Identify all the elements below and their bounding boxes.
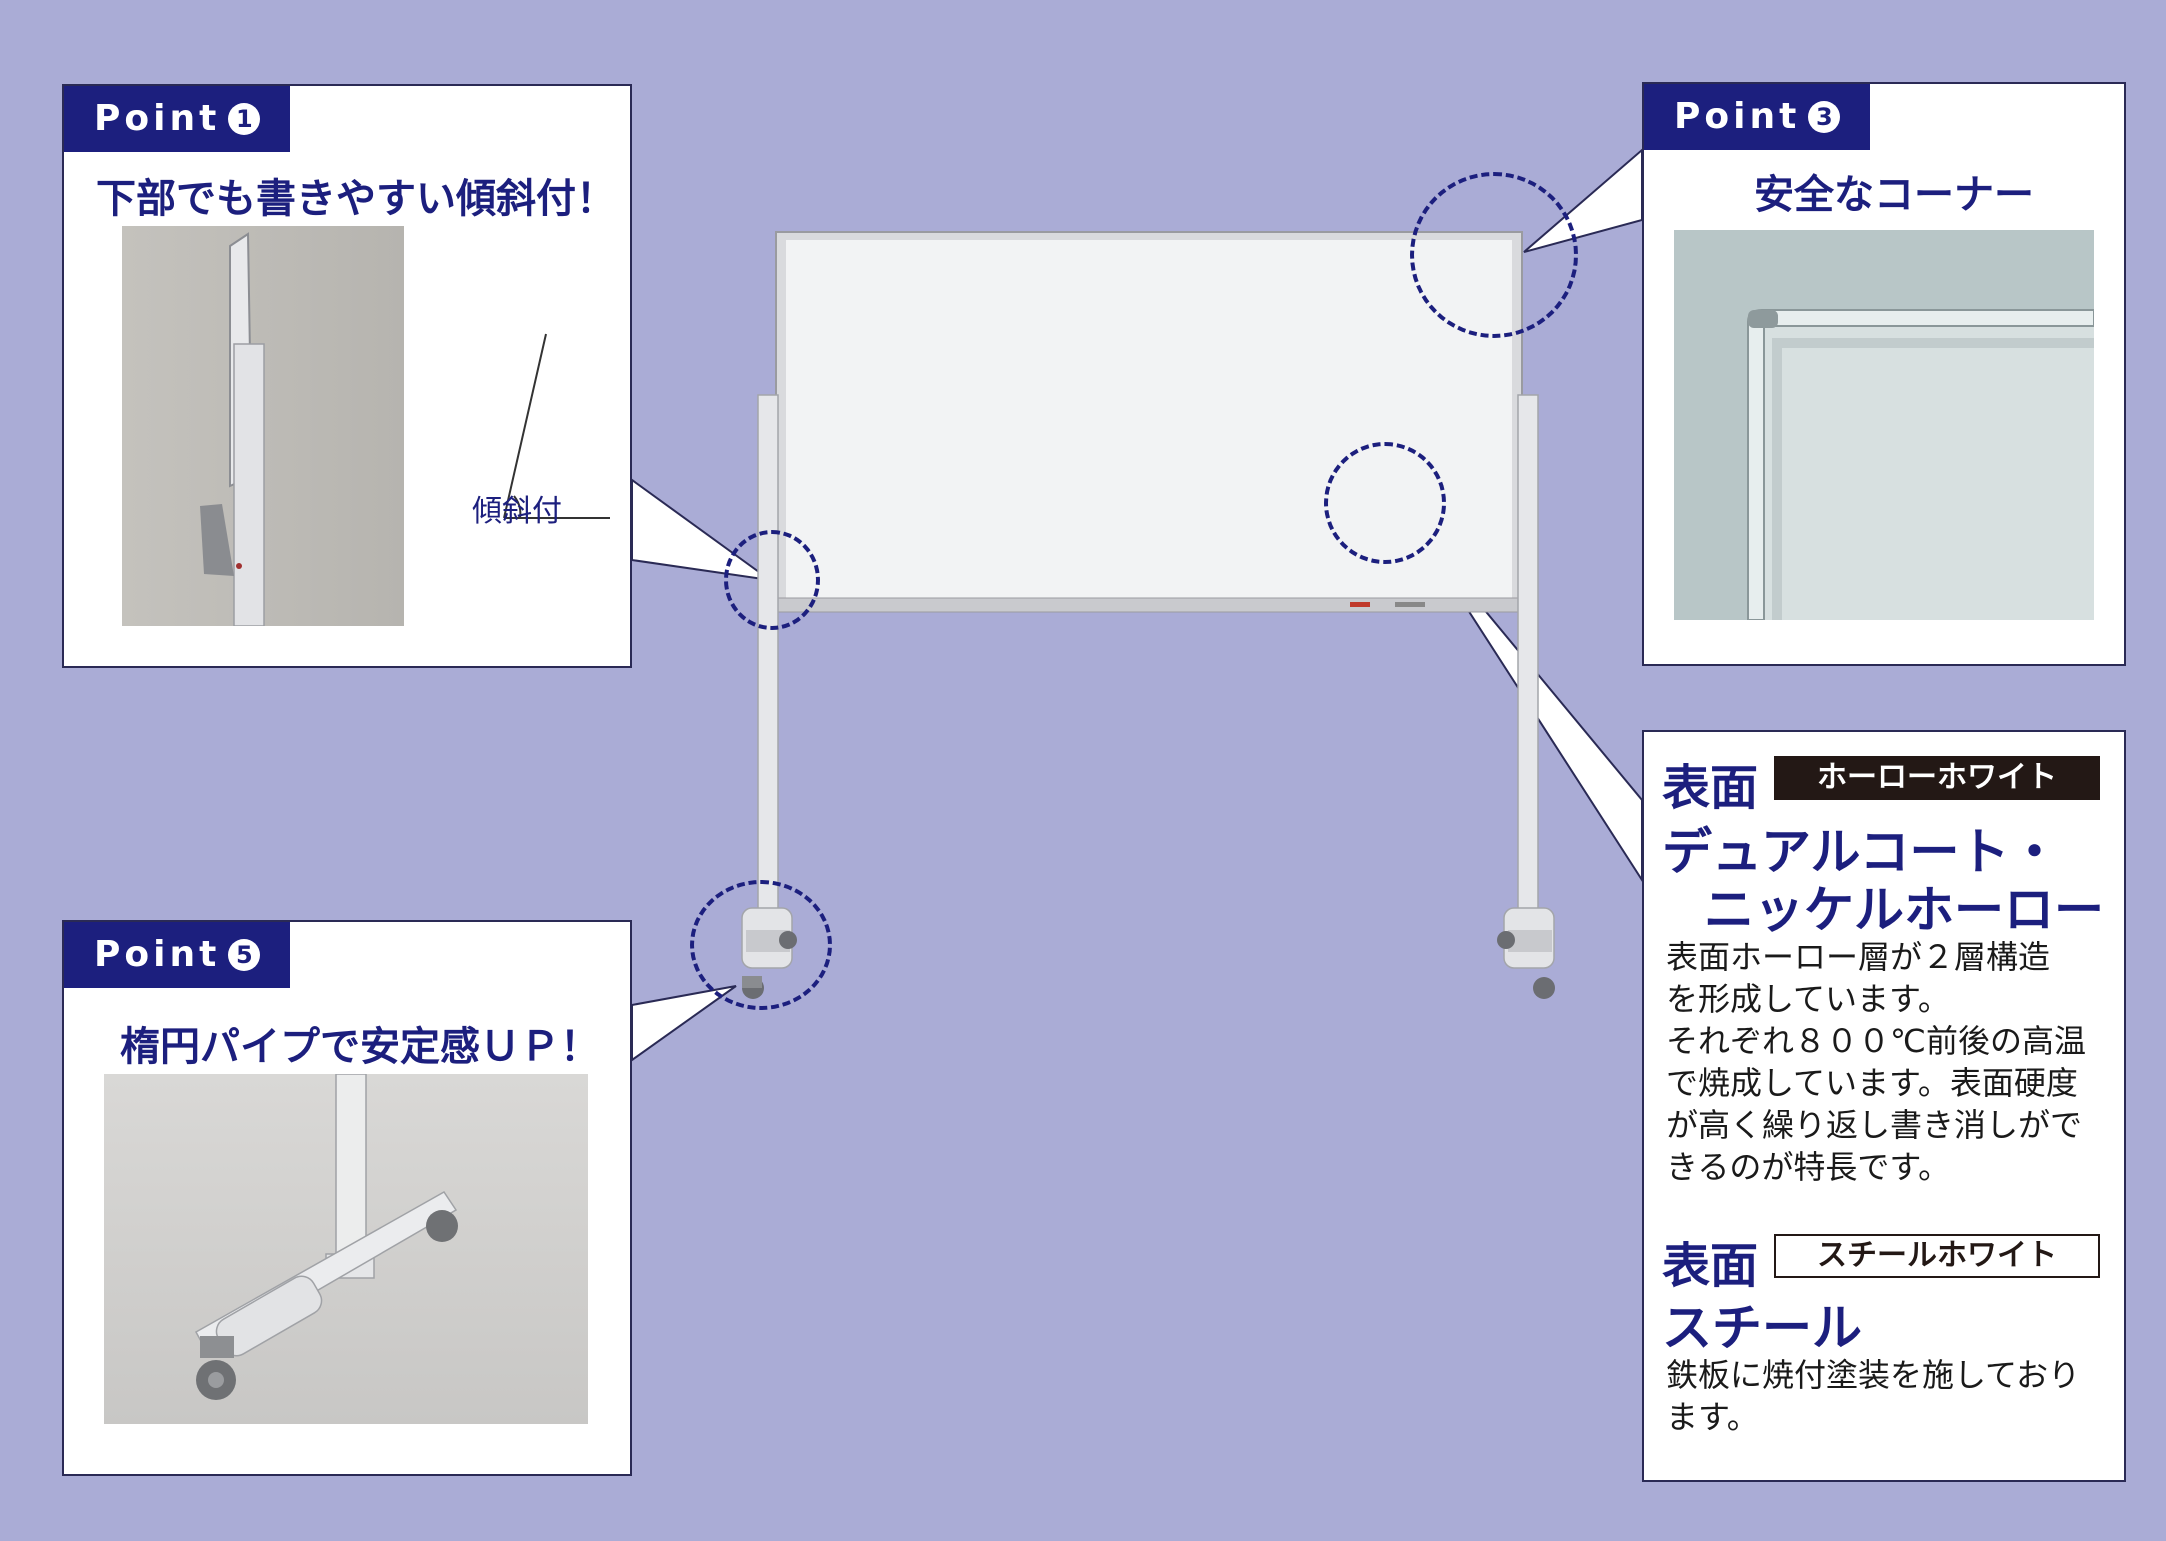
point3-card: Point 3 安全なコーナー [1642, 82, 2126, 666]
point3-tag-label: Point [1674, 96, 1801, 137]
point5-number-badge: 5 [228, 939, 261, 971]
point3-title: 安全なコーナー [1754, 172, 2034, 218]
surface1-heading: 表面 [1662, 760, 1759, 816]
surface-card: 表面 ホーローホワイト デュアルコート・ ニッケルホーロー 表面ホーロー層が２層… [1642, 730, 2126, 1482]
surface1-desc-line: が高く繰り返し書き消しがで [1666, 1106, 2083, 1144]
surface1-description: 表面ホーロー層が２層構造 を形成しています。 それぞれ８００℃前後の高温 で焼成… [1666, 936, 2086, 1188]
point5-tag: Point 5 [64, 922, 291, 988]
callout-pointer-5 [631, 985, 737, 1062]
surface1-desc-line: きるのが特長です。 [1666, 1148, 1951, 1186]
tilt-angle-label: 傾斜付 [472, 494, 562, 529]
surface2-name: スチール [1662, 1299, 1862, 1357]
point3-photo [1674, 230, 2094, 620]
surface2-badge: スチールホワイト [1774, 1234, 2100, 1278]
point3-tag: Point 3 [1644, 84, 1871, 150]
point5-card: Point 5 楕円パイプで安定感ＵＰ！ [62, 920, 632, 1476]
surface1-desc-line: それぞれ８００℃前後の高温 [1666, 1022, 2086, 1060]
point1-number-badge: 1 [228, 103, 261, 135]
point1-title: 下部でも書きやすい傾斜付！ [96, 176, 616, 222]
surface2-description: 鉄板に焼付塗装を施しており ます。 [1666, 1354, 2080, 1438]
stand-pole-right [1517, 394, 1539, 936]
surface2-desc-line: 鉄板に焼付塗装を施しており [1666, 1356, 2081, 1394]
point5-title: 楕円パイプで安定感ＵＰ！ [120, 1024, 600, 1070]
surface2-heading: 表面 [1662, 1238, 1759, 1294]
point5-photo [104, 1074, 588, 1424]
point5-tag-label: Point [94, 934, 221, 975]
point1-card: Point 1 下部でも書きやすい傾斜付！ 傾斜付 [62, 84, 632, 668]
surface2-desc-line: ます。 [1666, 1398, 1759, 1436]
highlight-circle-corner [1410, 172, 1578, 338]
highlight-circle-surface [1324, 442, 1446, 564]
surface1-name-line1: デュアルコート・ [1662, 823, 2060, 881]
highlight-circle-tilt [724, 530, 820, 630]
highlight-circle-foot [690, 880, 832, 1010]
point3-number-badge: 3 [1808, 101, 1841, 133]
point1-photo [122, 226, 404, 626]
surface1-desc-line: で焼成しています。表面硬度 [1666, 1064, 2078, 1102]
surface1-name-line2: ニッケルホーロー [1704, 881, 2104, 939]
point1-tag-label: Point [94, 98, 221, 139]
point1-tag: Point 1 [64, 86, 291, 152]
surface1-desc-line: を形成しています。 [1666, 980, 1950, 1018]
surface1-badge: ホーローホワイト [1774, 756, 2100, 800]
tilt-angle-diagram [503, 333, 610, 519]
stand-pole-left [757, 394, 779, 936]
surface1-desc-line: 表面ホーロー層が２層構造 [1666, 938, 2051, 976]
